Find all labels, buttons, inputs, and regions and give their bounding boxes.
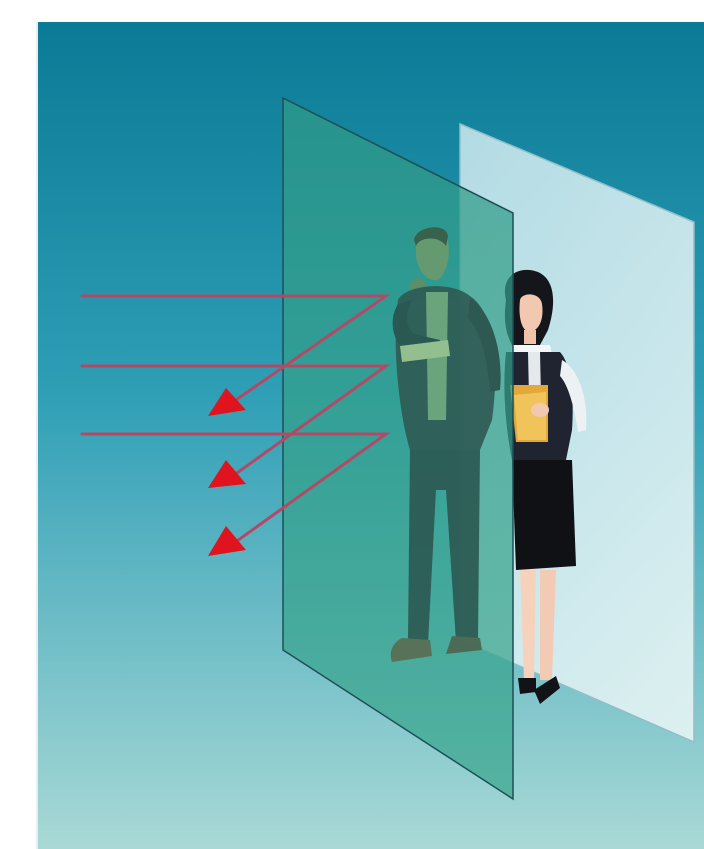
frame-left-edge [36, 22, 38, 849]
